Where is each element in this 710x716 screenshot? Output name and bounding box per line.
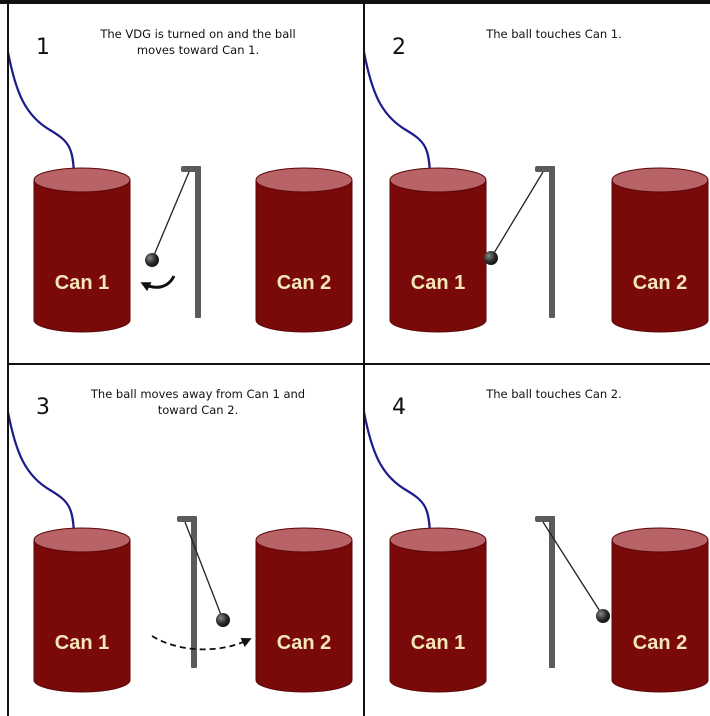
top-edge-bar [0,0,710,4]
pendulum-arm [535,166,553,172]
vdg-wire [6,411,76,541]
can-1-body [389,179,487,333]
pendulum-ball [216,613,230,627]
can-1-label: Can 1 [55,632,109,654]
panel-step-4: 4 The ball touches Can 2. Can 1 Can 2 [362,387,709,693]
can-1: Can 1 [33,527,131,693]
pendulum-string [542,521,604,617]
can-1-label: Can 1 [55,272,109,294]
can-2: Can 2 [611,527,709,693]
step-number: 1 [36,35,50,60]
can-2-body [611,539,709,693]
can-2: Can 2 [611,167,709,333]
step-number: 4 [392,395,406,420]
can-2-top [611,167,709,193]
pendulum-arm [181,166,199,172]
can-2: Can 2 [255,167,353,333]
can-2-top [255,167,353,193]
pendulum-ball [596,609,610,623]
pendulum-stand [191,516,197,668]
can-1-label: Can 1 [411,632,465,654]
can-2-label: Can 2 [277,272,331,294]
pendulum-string [184,521,224,621]
can-2-body [611,179,709,333]
can-2-label: Can 2 [277,632,331,654]
pendulum-string [151,171,190,261]
panel-borders [7,4,710,716]
curved-left-arrow-icon [140,275,176,292]
pendulum-ball [484,251,498,265]
can-2-label: Can 2 [633,632,687,654]
can-1-body [33,179,131,333]
can-1-label: Can 1 [411,272,465,294]
can-2-top [255,527,353,553]
can-1-top [389,527,487,553]
pendulum-arm [535,516,553,522]
can-1-top [33,527,131,553]
can-2-body [255,179,353,333]
panels-layer: 1 The VDG is turned on and the ball moves … [6,4,710,716]
vdg-wire [6,51,76,181]
dashed-right-arrow-icon [151,635,252,651]
pendulum-ball [145,253,159,267]
step-caption-line: The ball touches Can 2. [485,387,622,401]
vdg-wire [362,411,432,541]
pendulum-stand [549,516,555,668]
pendulum-stand [195,166,201,318]
can-1-top [33,167,131,193]
vdg-wire [362,51,432,181]
step-number: 3 [36,395,50,420]
panel-step-3: 3 The ball moves away from Can 1 and towar… [6,387,353,693]
step-number: 2 [392,35,406,60]
panel-step-1: 1 The VDG is turned on and the ball moves … [6,27,353,333]
can-1: Can 1 [389,167,487,333]
can-1-body [389,539,487,693]
can-2-label: Can 2 [633,272,687,294]
step-caption-line: moves toward Can 1. [137,43,259,57]
step-caption-line: The VDG is turned on and the ball [99,27,295,41]
can-2-top [611,527,709,553]
can-1: Can 1 [389,527,487,693]
step-caption-line: toward Can 2. [158,403,238,417]
step-caption-line: The ball moves away from Can 1 and [90,387,305,401]
pendulum-arm [177,516,195,522]
panel-step-2: 2 The ball touches Can 1. Can 1 Can 2 [362,27,709,333]
pendulum-string [490,171,544,259]
can-2: Can 2 [255,527,353,693]
pendulum-stand [549,166,555,318]
can-2-body [255,539,353,693]
can-1-top [389,167,487,193]
can-1-body [33,539,131,693]
can-1: Can 1 [33,167,131,333]
step-caption-line: The ball touches Can 1. [485,27,622,41]
